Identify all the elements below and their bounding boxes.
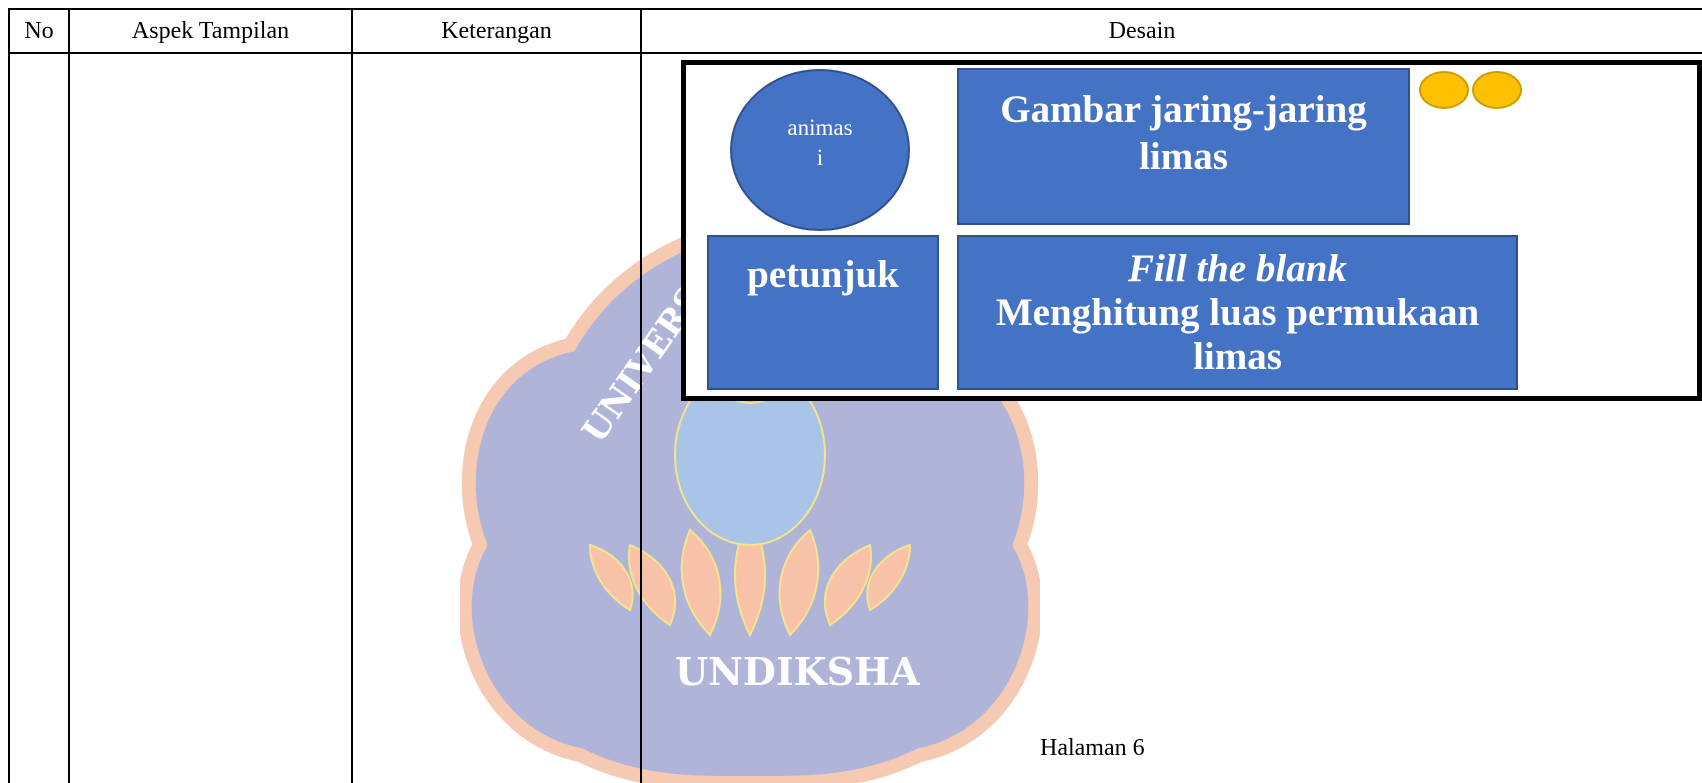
petunjuk-button[interactable]: petunjuk xyxy=(707,235,939,390)
animation-circle[interactable]: animas i xyxy=(730,69,910,231)
header-desain: Desain xyxy=(1108,17,1176,44)
activity-line3: limas xyxy=(1193,335,1282,378)
header-no: No xyxy=(24,17,54,44)
petunjuk-label: petunjuk xyxy=(747,253,899,296)
table-col-border-no xyxy=(68,8,70,783)
activity-line2: Menghitung luas permukaan xyxy=(995,291,1480,334)
nav-dot-left-icon[interactable] xyxy=(1419,71,1469,109)
design-mockup-frame: animas i Gambar jaring-jaring limas petu… xyxy=(681,60,1702,401)
activity-line1: Fill the blank xyxy=(1128,247,1347,290)
image-box-line2: limas xyxy=(1139,135,1228,178)
header-aspek-tampilan: Aspek Tampilan xyxy=(131,17,290,44)
image-box: Gambar jaring-jaring limas xyxy=(957,68,1410,225)
nav-dot-right-icon[interactable] xyxy=(1472,71,1522,109)
animation-label-line2: i xyxy=(816,145,824,170)
page-number: Halaman 6 xyxy=(1040,735,1145,761)
svg-text:UNDIKSHA: UNDIKSHA xyxy=(675,649,920,694)
table-col-border-keterangan xyxy=(640,8,642,783)
animation-label-line1: animas xyxy=(787,115,853,140)
image-box-line1: Gambar jaring-jaring xyxy=(1000,88,1367,131)
table-header-divider xyxy=(8,52,1702,54)
table-col-border-left xyxy=(8,8,10,783)
header-keterangan: Keterangan xyxy=(441,17,552,44)
activity-box[interactable]: Fill the blank Menghitung luas permukaan… xyxy=(957,235,1518,390)
table-top-border xyxy=(8,8,1702,10)
table-col-border-aspek xyxy=(351,8,353,783)
